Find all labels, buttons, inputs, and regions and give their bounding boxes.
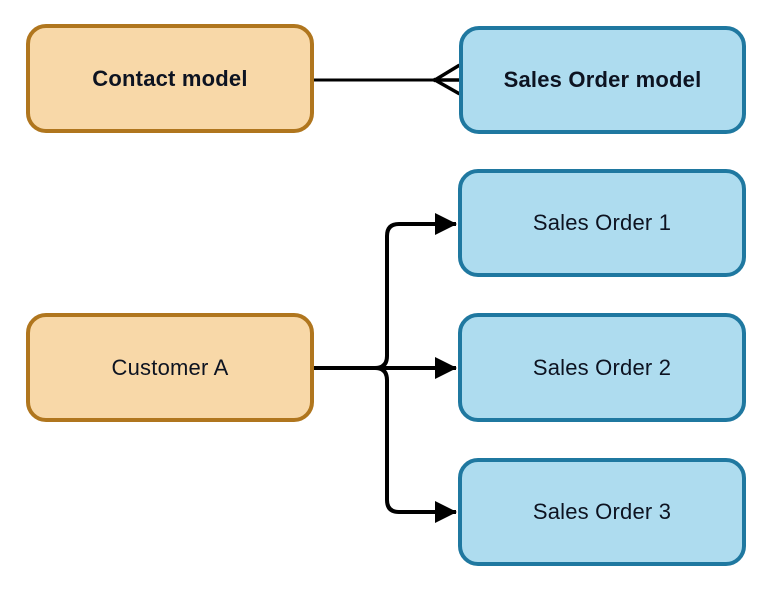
- node-contact-model: Contact model: [26, 24, 314, 133]
- node-sales-order-model-label: Sales Order model: [503, 67, 702, 92]
- node-sales-order-2-label: Sales Order 2: [532, 354, 672, 380]
- node-sales-order-2: Sales Order 2: [458, 313, 746, 422]
- node-sales-order-model: Sales Order model: [459, 26, 746, 134]
- edge-customer-a-to-sales-order-3: [314, 366, 457, 523]
- node-sales-order-1: Sales Order 1: [458, 169, 746, 277]
- node-customer-a: Customer A: [26, 313, 314, 422]
- node-sales-order-3-label: Sales Order 3: [532, 499, 672, 524]
- node-contact-model-label: Contact model: [92, 65, 248, 91]
- edge-contact-model-to-sales-order-model: [314, 63, 461, 96]
- node-sales-order-3: Sales Order 3: [458, 458, 746, 566]
- crow-foot-many-icon: [432, 63, 461, 96]
- node-customer-a-label: Customer A: [111, 354, 229, 380]
- node-sales-order-1-label: Sales Order 1: [532, 210, 672, 235]
- edge-customer-a-to-sales-order-1: [314, 213, 457, 370]
